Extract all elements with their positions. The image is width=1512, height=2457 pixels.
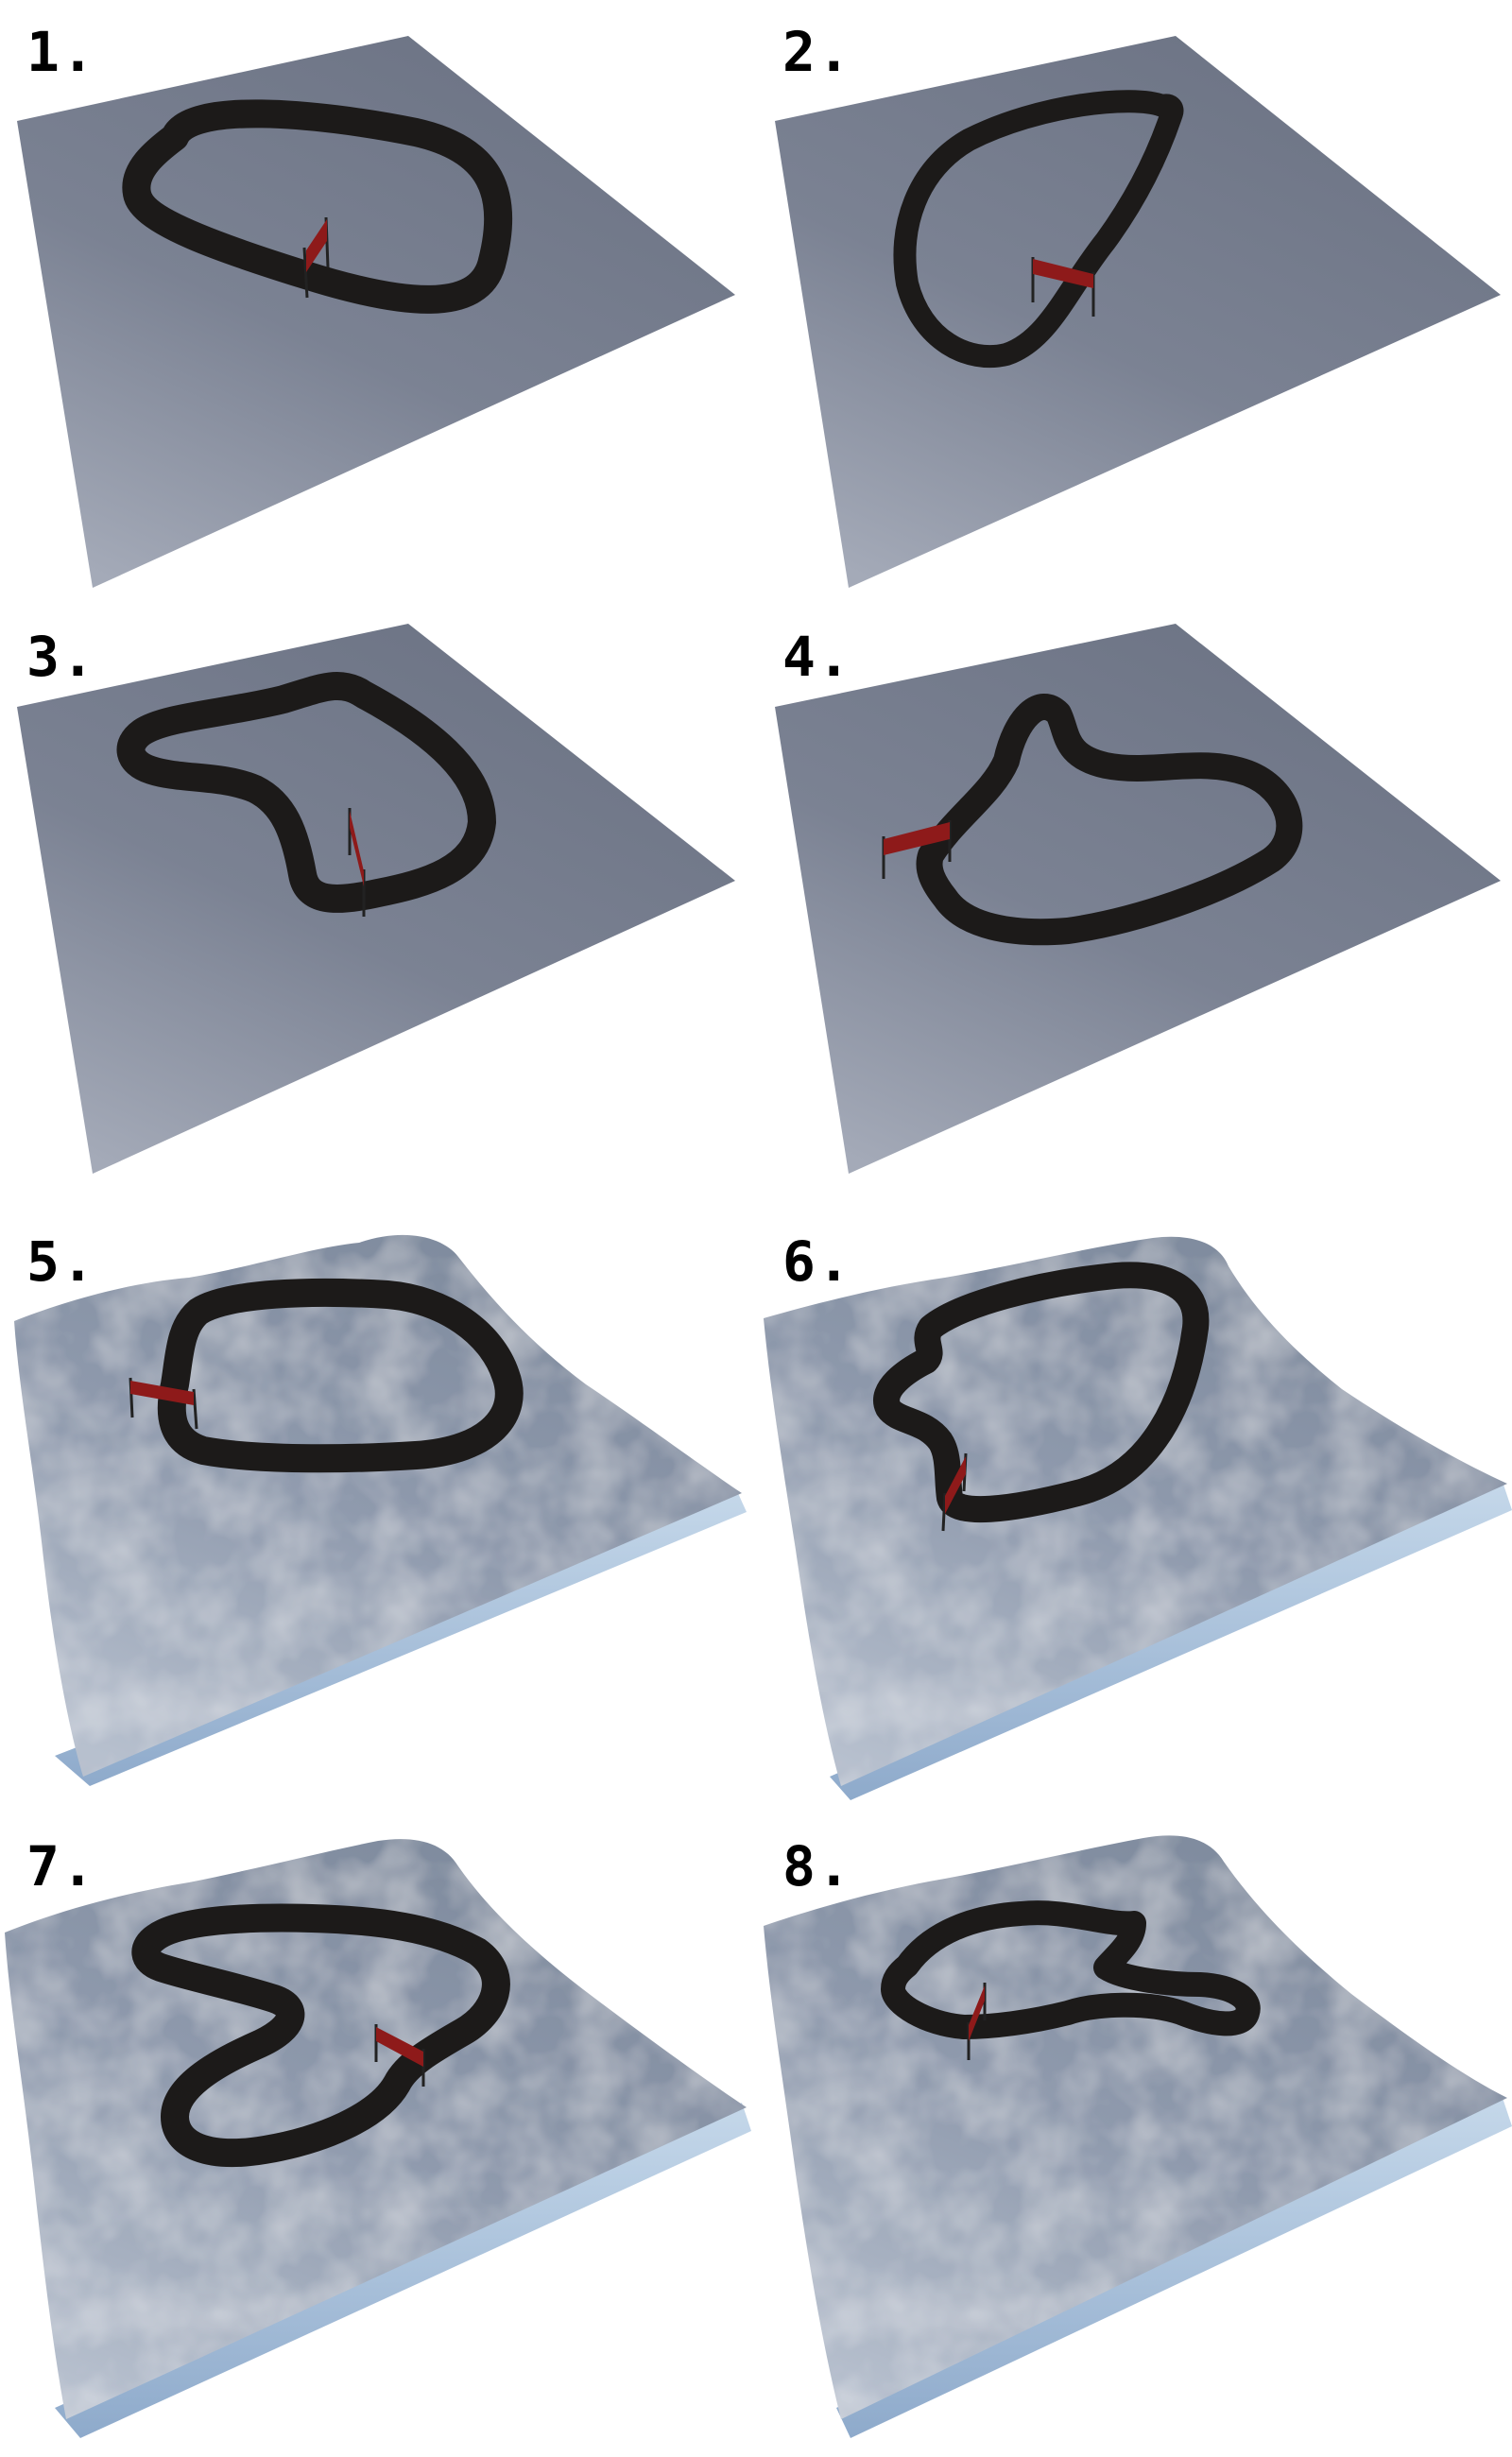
race-track — [116, 671, 496, 913]
ground-plane — [775, 624, 1501, 1174]
panel-1: 1. — [0, 0, 756, 605]
panel-3: 3. — [0, 605, 756, 1210]
race-track — [881, 1900, 1261, 2039]
rough-terrain-8 — [764, 1835, 1512, 2438]
ground-terrain — [764, 1835, 1507, 2419]
slab-edge — [836, 2098, 1512, 2438]
rough-terrain-7 — [5, 1839, 751, 2438]
panel-number: 2. — [782, 20, 852, 84]
panel-8: 8. — [756, 1814, 1512, 2457]
panel-number: 8. — [782, 1834, 852, 1899]
start-gate — [129, 1377, 198, 1430]
panel-6: 6. — [756, 1210, 1512, 1814]
panel-2: 2. — [756, 0, 1512, 605]
rough-terrain-5 — [14, 1234, 747, 1786]
ground-terrain — [764, 1236, 1507, 1786]
panel-7: 7. — [0, 1814, 756, 2457]
start-gate — [348, 808, 366, 917]
panel-4: 4. — [756, 605, 1512, 1210]
flat-terrain-4 — [775, 624, 1501, 1174]
start-gate — [374, 2024, 425, 2087]
panel-number: 3. — [26, 625, 96, 689]
race-track — [893, 90, 1184, 369]
race-track — [916, 694, 1303, 946]
ground-plane — [17, 36, 735, 588]
slab-edge — [55, 2103, 751, 2438]
flat-terrain-1 — [17, 36, 735, 588]
ground-terrain — [14, 1234, 742, 1777]
ground-plane — [775, 36, 1501, 588]
panel-number: 5. — [26, 1229, 96, 1294]
race-track — [122, 99, 513, 314]
panel-5: 5. — [0, 1210, 756, 1814]
panel-number: 4. — [782, 625, 852, 689]
race-track — [873, 1262, 1210, 1523]
rough-terrain-6 — [764, 1236, 1512, 1800]
start-gate — [941, 1452, 968, 1532]
panel-number: 6. — [782, 1229, 852, 1294]
flat-terrain-3 — [17, 624, 735, 1174]
start-gate — [967, 1983, 987, 2060]
slab-edge — [830, 1482, 1512, 1800]
race-track — [131, 1903, 510, 2167]
flat-terrain-2 — [775, 36, 1501, 588]
start-gate — [882, 820, 952, 879]
panel-number: 1. — [26, 20, 96, 84]
start-gate — [1031, 257, 1095, 317]
panel-number: 7. — [26, 1834, 96, 1899]
start-gate — [302, 216, 330, 299]
